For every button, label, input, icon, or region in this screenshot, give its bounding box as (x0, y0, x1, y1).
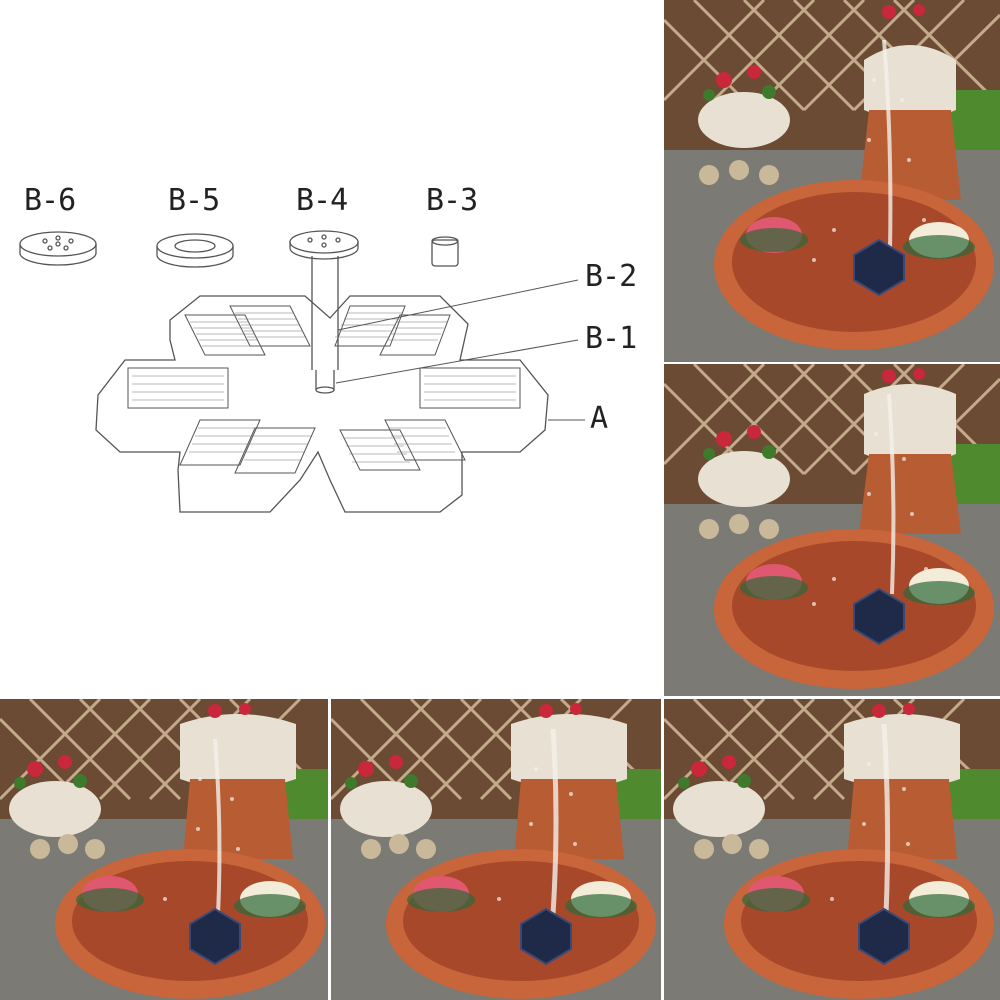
fountain-photo-top-right (664, 0, 1000, 362)
label-b5: B-5 (168, 183, 220, 218)
fountain-scene (664, 0, 1000, 362)
label-b3: B-3 (426, 183, 478, 218)
fountain-photo-middle-right (664, 364, 1000, 696)
label-b4: B-4 (296, 183, 348, 218)
label-a: A (590, 401, 608, 436)
label-b2: B-2 (585, 259, 637, 294)
fountain-scene (0, 699, 328, 1000)
fountain-photo-bottom-middle (331, 699, 661, 1000)
fountain-photo-bottom-left (0, 699, 328, 1000)
fountain-scene (664, 364, 1000, 696)
fountain-photo-bottom-right (664, 699, 1000, 1000)
label-b6: B-6 (24, 183, 76, 218)
assembly-diagram: B-6 B-5 B-4 B-3 B-2 B-1 A (0, 0, 662, 698)
fountain-scene (331, 699, 661, 1000)
label-b1: B-1 (585, 321, 637, 356)
fountain-scene (664, 699, 1000, 1000)
fountain-parts-drawing (19, 230, 585, 513)
